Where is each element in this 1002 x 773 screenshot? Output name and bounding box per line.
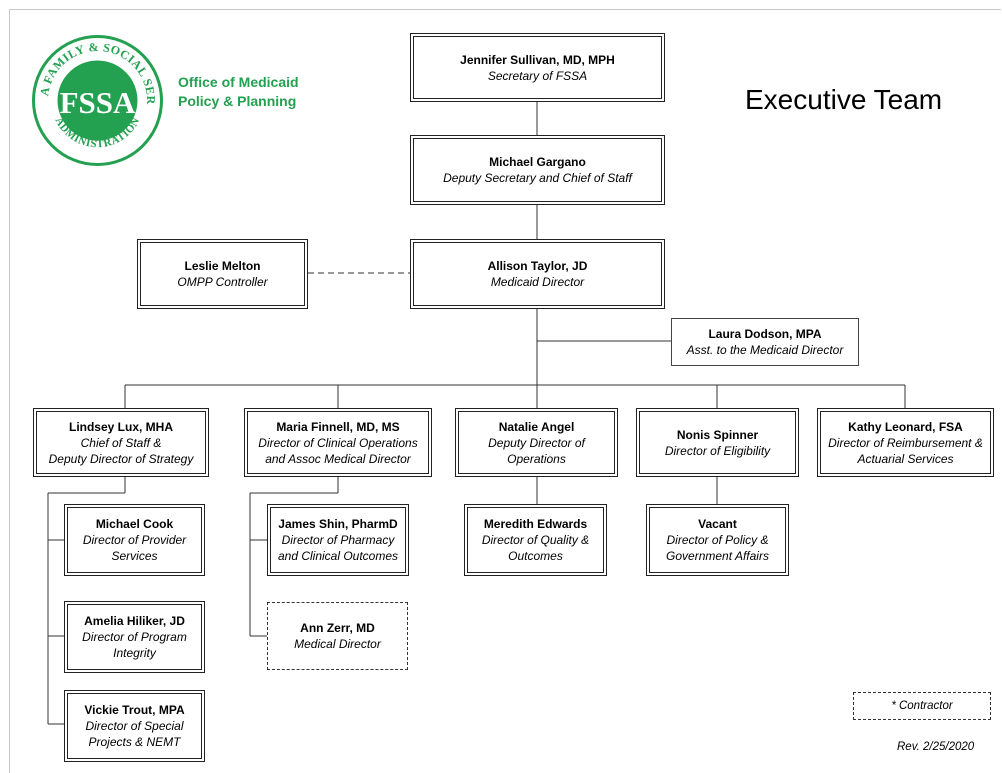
reimbursement-name: Kathy Leonard, FSA	[848, 419, 963, 434]
revision-date: Rev. 2/25/2020	[897, 741, 975, 753]
quality-title-line-1: Director of Quality &	[481, 533, 590, 547]
box-quality: Meredith Edwards Director of Quality & O…	[464, 504, 607, 576]
deputy-operations-title-line-2: Operations	[507, 451, 566, 466]
medicaid-director-name: Allison Taylor, JD	[487, 259, 588, 273]
box-program-integrity: Amelia Hiliker, JD Director of Program I…	[64, 601, 205, 673]
assistant-name: Laura Dodson, MPA	[708, 327, 822, 341]
eligibility-name: Nonis Spinner	[676, 427, 759, 442]
policy-title-line-2: Government Affairs	[666, 549, 769, 563]
special-projects-name: Vickie Trout, MPA	[84, 703, 185, 717]
deputy-secretary-name: Michael Gargano	[489, 155, 586, 169]
box-pharmacy: James Shin, PharmD Director of Pharmacy …	[267, 504, 409, 576]
provider-services-name: Michael Cook	[95, 517, 174, 531]
program-integrity-title-line-2: Integrity	[113, 646, 156, 660]
svg-text:FSSA: FSSA	[60, 85, 136, 120]
quality-name: Meredith Edwards	[483, 517, 588, 531]
contractor-legend: * Contractor	[853, 692, 991, 720]
box-deputy-secretary: Michael Gargano Deputy Secretary and Chi…	[410, 135, 665, 205]
medical-director-name: Ann Zerr, MD	[300, 621, 375, 635]
deputy-operations-title-line-1: Deputy Director of	[488, 435, 585, 450]
box-deputy-operations: Natalie Angel Deputy Director of Operati…	[455, 408, 618, 477]
reimbursement-title-line-1: Director of Reimbursement &	[828, 435, 983, 450]
medicaid-director-title: Medicaid Director	[490, 275, 585, 289]
box-provider-services: Michael Cook Director of Provider Servic…	[64, 504, 205, 576]
special-projects-title-line-1: Director of Special	[85, 719, 184, 733]
provider-services-title-line-1: Director of Provider	[82, 533, 187, 547]
box-clinical-director: Maria Finnell, MD, MS Director of Clinic…	[244, 408, 432, 477]
pharmacy-title-line-1: Director of Pharmacy	[281, 533, 395, 547]
quality-title-line-2: Outcomes	[508, 549, 563, 563]
policy-name: Vacant	[698, 517, 737, 531]
fssa-logo: INDIANA FAMILY & SOCIAL SERVICES ADMINIS…	[25, 22, 165, 168]
box-reimbursement: Kathy Leonard, FSA Director of Reimburse…	[817, 408, 994, 477]
policy-title-line-1: Director of Policy &	[666, 533, 769, 547]
office-name-line-2: Policy & Planning	[178, 93, 297, 109]
controller-name: Leslie Melton	[184, 259, 261, 273]
office-name: Office of Medicaid Policy & Planning	[178, 73, 299, 111]
medical-director-title: Medical Director	[294, 637, 381, 651]
chief-of-staff-title-line-1: Chief of Staff &	[80, 435, 162, 450]
box-assistant: Laura Dodson, MPA Asst. to the Medicaid …	[671, 318, 859, 366]
box-medicaid-director: Allison Taylor, JD Medicaid Director	[410, 239, 665, 309]
assistant-title: Asst. to the Medicaid Director	[686, 343, 844, 357]
program-integrity-name: Amelia Hiliker, JD	[84, 614, 185, 628]
page-title: Executive Team	[745, 84, 943, 115]
deputy-secretary-title: Deputy Secretary and Chief of Staff	[443, 171, 632, 185]
office-name-line-1: Office of Medicaid	[178, 74, 299, 90]
box-eligibility: Nonis Spinner Director of Eligibility	[636, 408, 799, 477]
chief-of-staff-title-line-2: Deputy Director of Strategy	[48, 451, 194, 466]
secretary-name: Jennifer Sullivan, MD, MPH	[460, 52, 615, 67]
pharmacy-name: James Shin, PharmD	[278, 517, 398, 531]
reimbursement-title-line-2: Actuarial Services	[857, 451, 954, 466]
chief-of-staff-name: Lindsey Lux, MHA	[68, 419, 173, 434]
program-integrity-title-line-1: Director of Program	[82, 630, 187, 644]
box-secretary: Jennifer Sullivan, MD, MPH Secretary of …	[410, 33, 665, 102]
box-medical-director: Ann Zerr, MD Medical Director	[267, 602, 408, 670]
clinical-director-title-line-1: Director of Clinical Operations	[258, 435, 418, 450]
box-controller: Leslie Melton OMPP Controller	[137, 239, 308, 309]
box-chief-of-staff: Lindsey Lux, MHA Chief of Staff & Deputy…	[33, 408, 209, 477]
box-policy: Vacant Director of Policy & Government A…	[646, 504, 789, 576]
deputy-operations-name: Natalie Angel	[498, 419, 575, 434]
clinical-director-name: Maria Finnell, MD, MS	[276, 419, 400, 434]
clinical-director-title-line-2: and Assoc Medical Director	[265, 451, 411, 466]
provider-services-title-line-2: Services	[111, 549, 158, 563]
controller-title: OMPP Controller	[177, 275, 268, 289]
eligibility-title: Director of Eligibility	[664, 443, 771, 458]
special-projects-title-line-2: Projects & NEMT	[88, 735, 181, 749]
pharmacy-title-line-2: and Clinical Outcomes	[277, 549, 399, 563]
page-border	[9, 9, 1001, 773]
secretary-title: Secretary of FSSA	[487, 68, 588, 83]
box-special-projects: Vickie Trout, MPA Director of Special Pr…	[64, 690, 205, 762]
